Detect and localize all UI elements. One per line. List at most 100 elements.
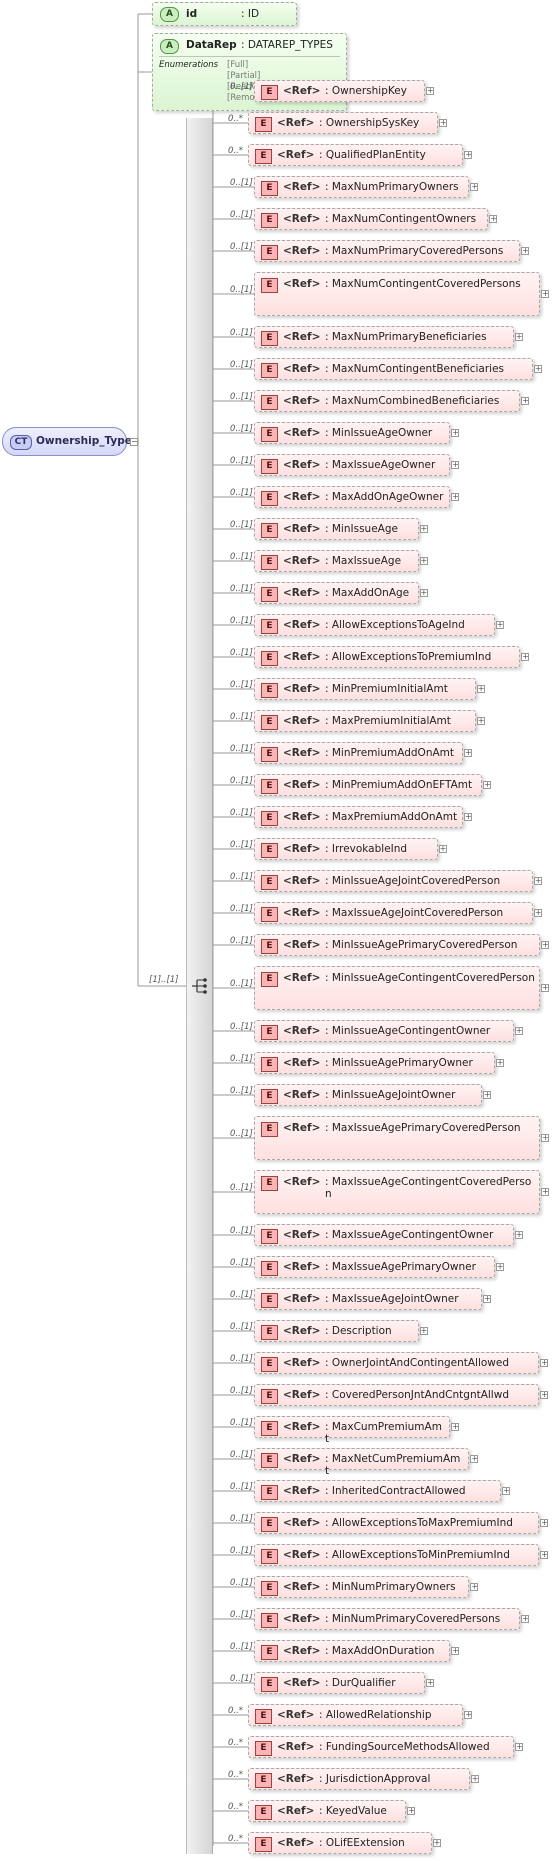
element-node[interactable]: E<Ref>: OLifEExtension: [248, 1832, 432, 1854]
element-node[interactable]: E<Ref>: CoveredPersonJntAndCntgntAllwd: [254, 1384, 540, 1406]
element-node[interactable]: E<Ref>: QualifiedPlanEntity: [248, 144, 464, 166]
expand-icon[interactable]: +: [419, 588, 428, 597]
expand-icon[interactable]: +: [541, 940, 549, 949]
element-node[interactable]: E<Ref>: AllowExceptionsToAgeInd: [254, 614, 495, 636]
expand-icon[interactable]: +: [470, 1454, 479, 1463]
attribute-id[interactable]: A id : ID: [152, 2, 297, 26]
expand-icon[interactable]: +: [495, 1262, 504, 1271]
expand-icon[interactable]: +: [483, 1090, 492, 1099]
expand-icon[interactable]: +: [483, 780, 492, 789]
element-node[interactable]: E<Ref>: MaxNumPrimaryOwners: [254, 176, 470, 198]
element-node[interactable]: E<Ref>: MaxIssueAgePrimaryCoveredPerson: [254, 1116, 540, 1160]
element-node[interactable]: E<Ref>: DurQualifier: [254, 1672, 425, 1694]
expand-icon[interactable]: +: [425, 1678, 434, 1687]
expand-icon[interactable]: +: [438, 844, 447, 853]
element-node[interactable]: E<Ref>: Description: [254, 1320, 419, 1342]
element-node[interactable]: E<Ref>: MaxIssueAgeOwner: [254, 454, 451, 476]
expand-icon[interactable]: +: [514, 1230, 523, 1239]
expand-icon[interactable]: +: [489, 214, 498, 223]
expand-icon[interactable]: +: [521, 396, 530, 405]
expand-icon[interactable]: +: [541, 983, 549, 992]
element-node[interactable]: E<Ref>: MinIssueAgePrimaryCoveredPerson: [254, 934, 540, 956]
collapse-icon[interactable]: −: [130, 437, 138, 446]
element-node[interactable]: E<Ref>: MinNumPrimaryCoveredPersons: [254, 1608, 521, 1630]
expand-icon[interactable]: +: [483, 1294, 492, 1303]
element-node[interactable]: E<Ref>: JurisdictionApproval: [248, 1768, 470, 1790]
element-node[interactable]: E<Ref>: MaxIssueAgeJointOwner: [254, 1288, 483, 1310]
expand-icon[interactable]: +: [419, 1326, 428, 1335]
element-node[interactable]: E<Ref>: FundingSourceMethodsAllowed: [248, 1736, 515, 1758]
element-node[interactable]: E<Ref>: MaxIssueAgeContingentCoveredPers…: [254, 1170, 540, 1214]
expand-icon[interactable]: +: [533, 876, 542, 885]
element-node[interactable]: E<Ref>: OwnershipKey: [254, 80, 425, 102]
expand-icon[interactable]: +: [451, 1646, 460, 1655]
element-node[interactable]: E<Ref>: MaxNumContingentCoveredPersons: [254, 272, 540, 316]
expand-icon[interactable]: +: [464, 1710, 473, 1719]
expand-icon[interactable]: +: [533, 364, 542, 373]
expand-icon[interactable]: +: [464, 812, 472, 821]
element-node[interactable]: E<Ref>: MaxAddOnAge: [254, 582, 419, 604]
element-node[interactable]: E<Ref>: MinPremiumInitialAmt: [254, 678, 476, 700]
expand-icon[interactable]: +: [470, 182, 479, 191]
expand-icon[interactable]: +: [470, 1582, 479, 1591]
expand-icon[interactable]: +: [521, 652, 530, 661]
expand-icon[interactable]: +: [470, 1774, 479, 1783]
element-node[interactable]: E<Ref>: MinIssueAgeOwner: [254, 422, 451, 444]
element-node[interactable]: E<Ref>: MaxAddOnAgeOwner: [254, 486, 451, 508]
element-node[interactable]: E<Ref>: MaxNumContingentBeneficiaries: [254, 358, 533, 380]
element-node[interactable]: E<Ref>: MaxPremiumInitialAmt: [254, 710, 476, 732]
expand-icon[interactable]: +: [521, 1614, 530, 1623]
element-node[interactable]: E<Ref>: AllowExceptionsToMinPremiumInd: [254, 1544, 540, 1566]
element-node[interactable]: E<Ref>: AllowExceptionsToPremiumInd: [254, 646, 521, 668]
expand-icon[interactable]: +: [407, 1806, 416, 1815]
expand-icon[interactable]: +: [533, 908, 542, 917]
element-node[interactable]: E<Ref>: MaxIssueAgeContingentOwner: [254, 1224, 514, 1246]
expand-icon[interactable]: +: [540, 1518, 549, 1527]
expand-icon[interactable]: +: [541, 1187, 549, 1196]
expand-icon[interactable]: +: [451, 1422, 460, 1431]
element-node[interactable]: E<Ref>: MinIssueAgeContingentOwner: [254, 1020, 514, 1042]
expand-icon[interactable]: +: [540, 1390, 549, 1399]
element-node[interactable]: E<Ref>: MinIssueAge: [254, 518, 419, 540]
element-node[interactable]: E<Ref>: OwnerJointAndContingentAllowed: [254, 1352, 540, 1374]
expand-icon[interactable]: +: [515, 1742, 524, 1751]
expand-icon[interactable]: +: [476, 716, 485, 725]
expand-icon[interactable]: +: [541, 289, 549, 298]
expand-icon[interactable]: +: [495, 620, 504, 629]
expand-icon[interactable]: +: [451, 428, 460, 437]
element-node[interactable]: E<Ref>: MaxIssueAgeJointCoveredPerson: [254, 902, 533, 924]
expand-icon[interactable]: +: [502, 1486, 511, 1495]
element-node[interactable]: E<Ref>: MinIssueAgeJointOwner: [254, 1084, 483, 1106]
element-node[interactable]: E<Ref>: MinPremiumAddOnEFTAmt: [254, 774, 483, 796]
element-node[interactable]: E<Ref>: IrrevokableInd: [254, 838, 438, 860]
expand-icon[interactable]: +: [514, 1026, 523, 1035]
expand-icon[interactable]: +: [425, 86, 434, 95]
expand-icon[interactable]: +: [464, 748, 472, 757]
element-node[interactable]: E<Ref>: KeyedValue: [248, 1800, 407, 1822]
expand-icon[interactable]: +: [432, 1838, 441, 1847]
element-node[interactable]: E<Ref>: MaxNumPrimaryBeneficiaries: [254, 326, 514, 348]
expand-icon[interactable]: +: [464, 150, 473, 159]
element-node[interactable]: E<Ref>: MinNumPrimaryOwners: [254, 1576, 470, 1598]
element-node[interactable]: E<Ref>: MinIssueAgeJointCoveredPerson: [254, 870, 533, 892]
element-node[interactable]: E<Ref>: AllowExceptionsToMaxPremiumInd: [254, 1512, 540, 1534]
element-node[interactable]: E<Ref>: MinIssueAgePrimaryOwner: [254, 1052, 495, 1074]
element-node[interactable]: E<Ref>: InheritedContractAllowed: [254, 1480, 502, 1502]
element-node[interactable]: E<Ref>: MaxCumPremiumAmt: [254, 1416, 451, 1445]
expand-icon[interactable]: +: [451, 460, 460, 469]
element-node[interactable]: E<Ref>: MaxNumCombinedBeneficiaries: [254, 390, 521, 412]
element-node[interactable]: E<Ref>: MaxNumPrimaryCoveredPersons: [254, 240, 521, 262]
expand-icon[interactable]: +: [521, 246, 530, 255]
expand-icon[interactable]: +: [541, 1133, 549, 1142]
expand-icon[interactable]: +: [451, 492, 460, 501]
expand-icon[interactable]: +: [476, 684, 485, 693]
element-node[interactable]: E<Ref>: MaxPremiumAddOnAmt: [254, 806, 463, 828]
expand-icon[interactable]: +: [419, 524, 428, 533]
element-node[interactable]: E<Ref>: OwnershipSysKey: [248, 112, 438, 134]
element-node[interactable]: E<Ref>: MaxIssueAge: [254, 550, 419, 572]
expand-icon[interactable]: +: [419, 556, 428, 565]
expand-icon[interactable]: +: [495, 1058, 504, 1067]
element-node[interactable]: E<Ref>: AllowedRelationship: [248, 1704, 464, 1726]
complex-type-node[interactable]: CT Ownership_Type: [2, 427, 132, 456]
expand-icon[interactable]: +: [514, 332, 523, 341]
